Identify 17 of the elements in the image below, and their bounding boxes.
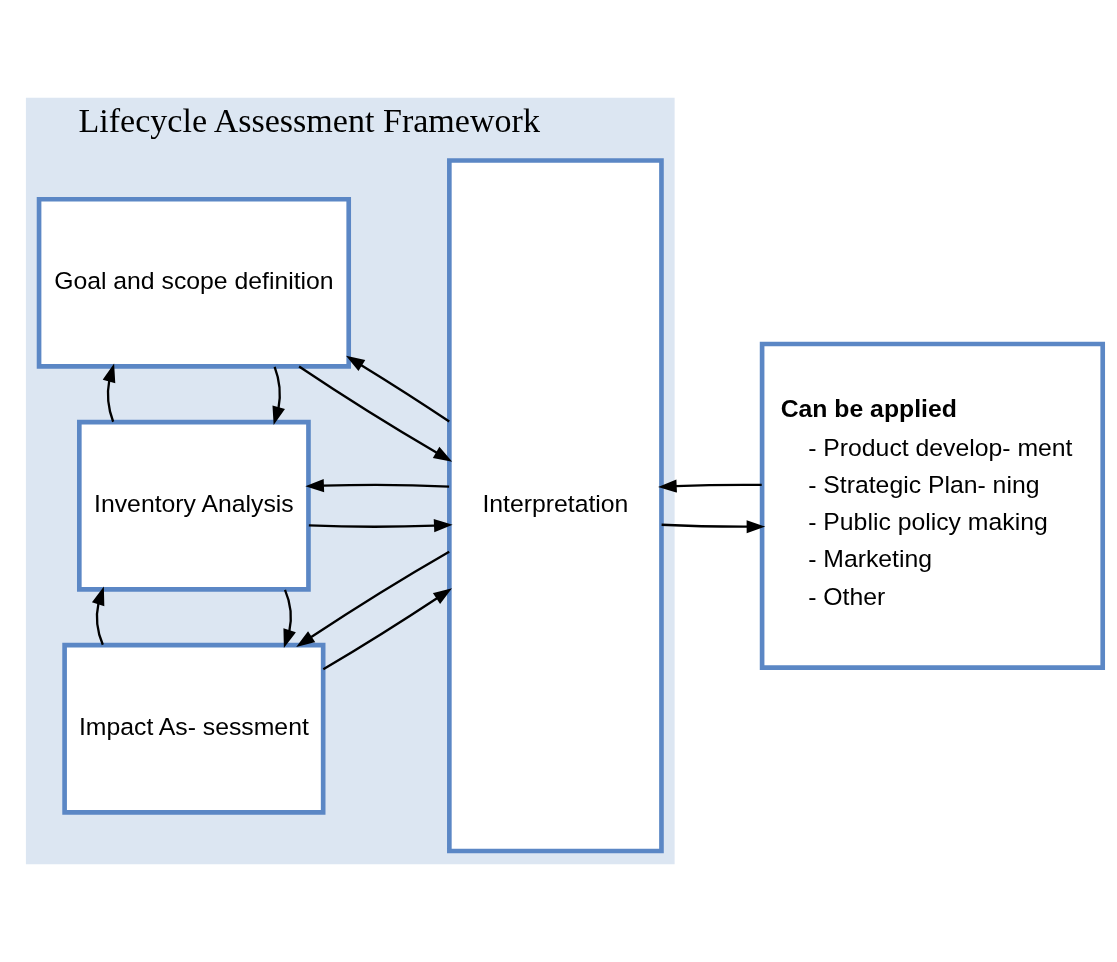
arrow	[91, 586, 105, 646]
arrow	[308, 519, 453, 533]
node-box: Inventory Analysis	[77, 419, 311, 592]
arrow	[322, 588, 452, 671]
arrow	[102, 363, 116, 423]
arrow	[305, 479, 450, 493]
node-box: Interpretation	[447, 158, 664, 854]
arrow	[346, 355, 450, 423]
arrow	[661, 520, 766, 534]
arrow	[298, 365, 453, 462]
node-box: Can be applied - Product develop- ment - Strategic Plan- ning - Public policy making - Marketing - Other	[759, 341, 1106, 670]
node-box: Impact As- sessment	[62, 642, 326, 815]
arrow	[272, 366, 285, 426]
node-box: Goal and scope definition	[36, 196, 352, 369]
arrow	[658, 479, 762, 493]
arrow	[296, 550, 450, 648]
arrow	[283, 589, 296, 648]
